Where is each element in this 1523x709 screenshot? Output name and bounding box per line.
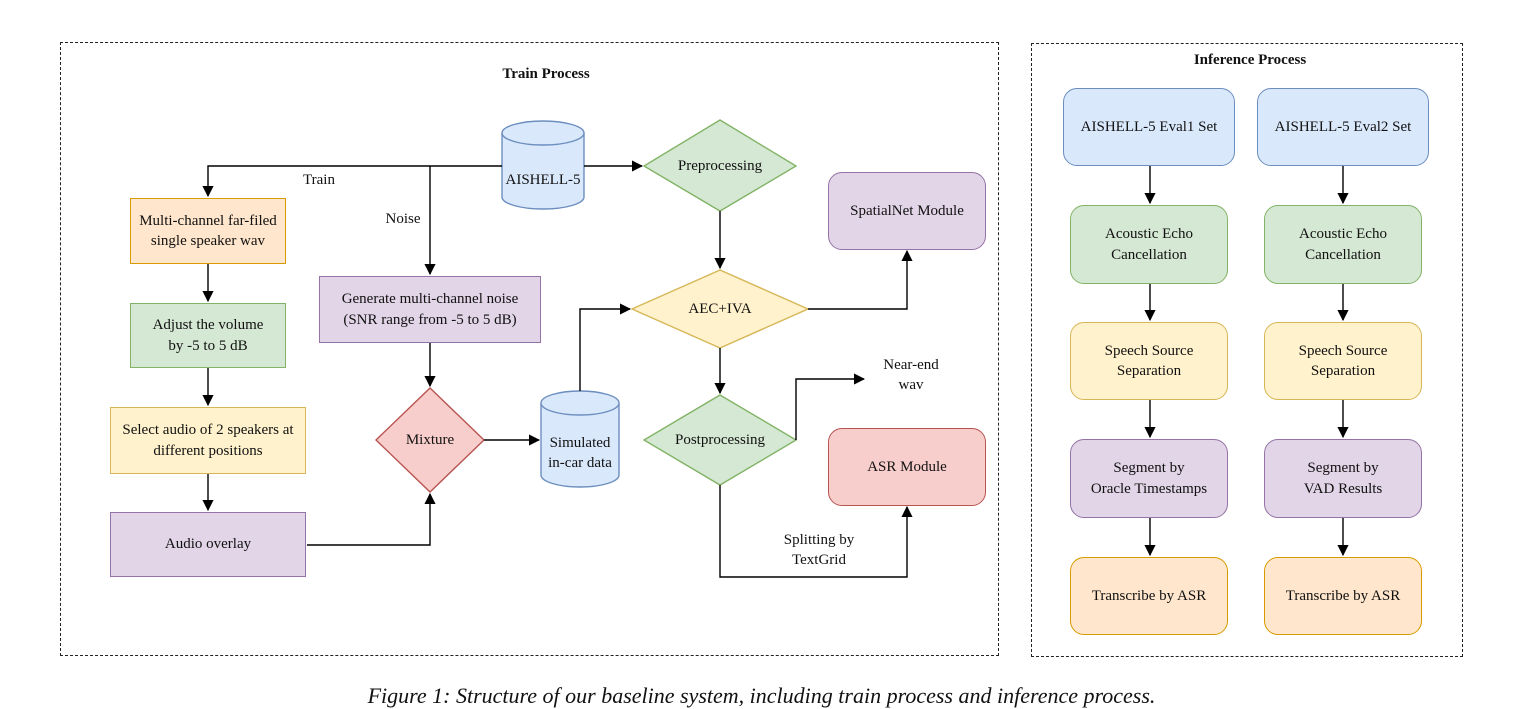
eval2-set-box: AISHELL-5 Eval2 Set: [1257, 88, 1429, 166]
asr-module-box: ASR Module: [828, 428, 986, 506]
far-field-wav-box: Multi-channel far-filed single speaker w…: [130, 198, 286, 264]
eval2-segment-box: Segment by VAD Results: [1264, 439, 1422, 518]
preprocessing-label: Preprocessing: [677, 157, 763, 174]
mixture-diamond: [374, 387, 486, 493]
adjust-volume-box: Adjust the volume by -5 to 5 dB: [130, 303, 286, 368]
splitting-by-textgrid-label: Splitting by TextGrid: [783, 532, 855, 569]
eval2-transcribe-box: Transcribe by ASR: [1264, 557, 1422, 635]
train-edge-label: Train: [303, 172, 335, 188]
eval1-transcribe-box: Transcribe by ASR: [1070, 557, 1228, 635]
eval1-set-box: AISHELL-5 Eval1 Set: [1063, 88, 1235, 166]
aishell5-label: AISHELL-5: [505, 171, 581, 188]
spatialnet-module-box: SpatialNet Module: [828, 172, 986, 250]
inference-process-title: Inference Process: [1193, 52, 1307, 68]
eval2-separation-box: Speech Source Separation: [1264, 322, 1422, 400]
eval1-separation-box: Speech Source Separation: [1070, 322, 1228, 400]
aishell5-database-icon: [501, 120, 585, 210]
simulated-data-label: Simulated in-car data: [548, 434, 612, 471]
eval1-aec-box: Acoustic Echo Cancellation: [1070, 205, 1228, 284]
train-process-frame: [60, 42, 999, 656]
select-audio-box: Select audio of 2 speakers at different …: [110, 407, 306, 474]
simulated-data-database-icon: [540, 390, 620, 488]
noise-edge-label: Noise: [385, 211, 421, 227]
audio-overlay-box: Audio overlay: [110, 512, 306, 577]
train-process-title: Train Process: [502, 66, 590, 82]
postprocessing-label: Postprocessing: [675, 431, 765, 448]
eval2-aec-box: Acoustic Echo Cancellation: [1264, 205, 1422, 284]
aec-iva-label: AEC+IVA: [688, 300, 752, 317]
eval1-segment-box: Segment by Oracle Timestamps: [1070, 439, 1228, 518]
generate-noise-box: Generate multi-channel noise (SNR range …: [319, 276, 541, 343]
figure-caption: Figure 1: Structure of our baseline syst…: [367, 683, 1156, 708]
mixture-label: Mixture: [405, 431, 455, 448]
near-end-wav-label: Near-end wav: [883, 357, 939, 394]
inference-process-frame: [1031, 43, 1463, 657]
